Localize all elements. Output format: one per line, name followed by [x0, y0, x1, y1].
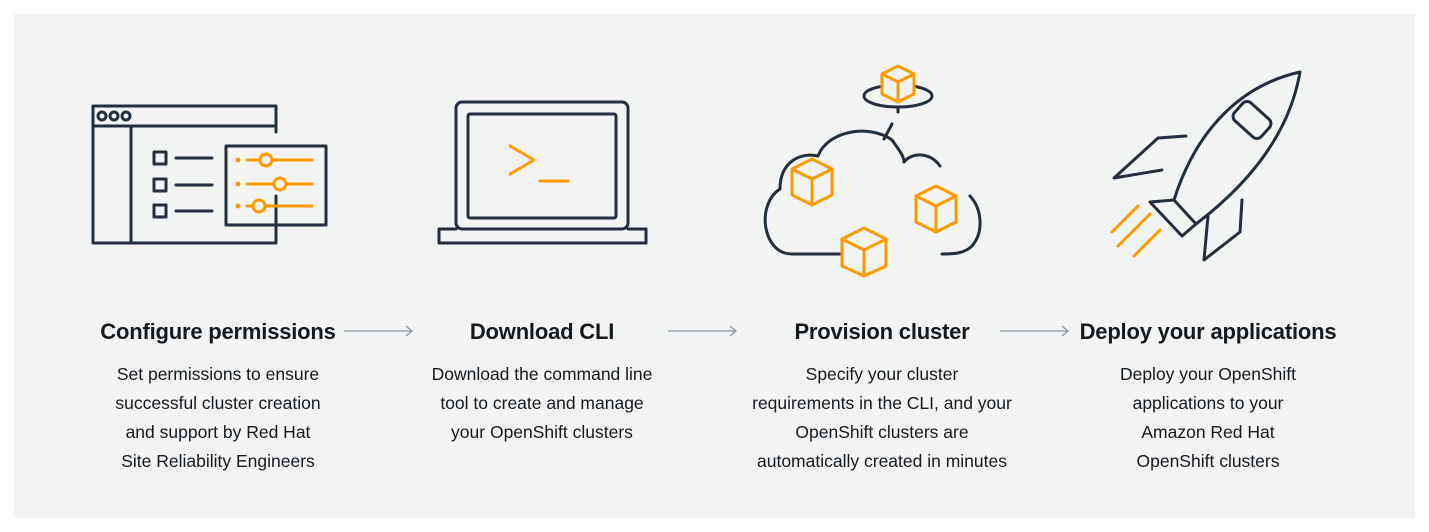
rocket-icon — [1058, 54, 1358, 314]
step-description: Deploy your OpenShift applications to yo… — [1119, 364, 1297, 471]
step-provision-cluster: Provision cluster Specify your cluster r… — [732, 14, 1032, 518]
cloud-cluster-icon — [732, 54, 1032, 314]
step-description: Download the command line tool to create… — [431, 364, 653, 442]
step-deploy-applications: Deploy your applications Deploy your Ope… — [1058, 14, 1358, 518]
step-title: Download CLI — [469, 319, 615, 344]
step-download-cli: Download CLI Download the command line t… — [392, 14, 692, 518]
arrow-right-icon — [1000, 325, 1070, 337]
permissions-window-icon — [68, 54, 368, 314]
step-description: Specify your cluster requirements in the… — [752, 364, 1012, 471]
arrow-right-icon — [668, 325, 738, 337]
step-title: Provision cluster — [794, 319, 970, 344]
step-configure-permissions: Configure permissions Set permissions to… — [68, 14, 368, 518]
laptop-terminal-icon — [392, 54, 692, 314]
step-title: Configure permissions — [100, 319, 336, 344]
workflow-panel: Configure permissions Set permissions to… — [14, 14, 1415, 518]
arrow-right-icon — [344, 325, 414, 337]
step-description: Set permissions to ensure successful clu… — [115, 364, 321, 471]
step-title: Deploy your applications — [1079, 319, 1337, 344]
